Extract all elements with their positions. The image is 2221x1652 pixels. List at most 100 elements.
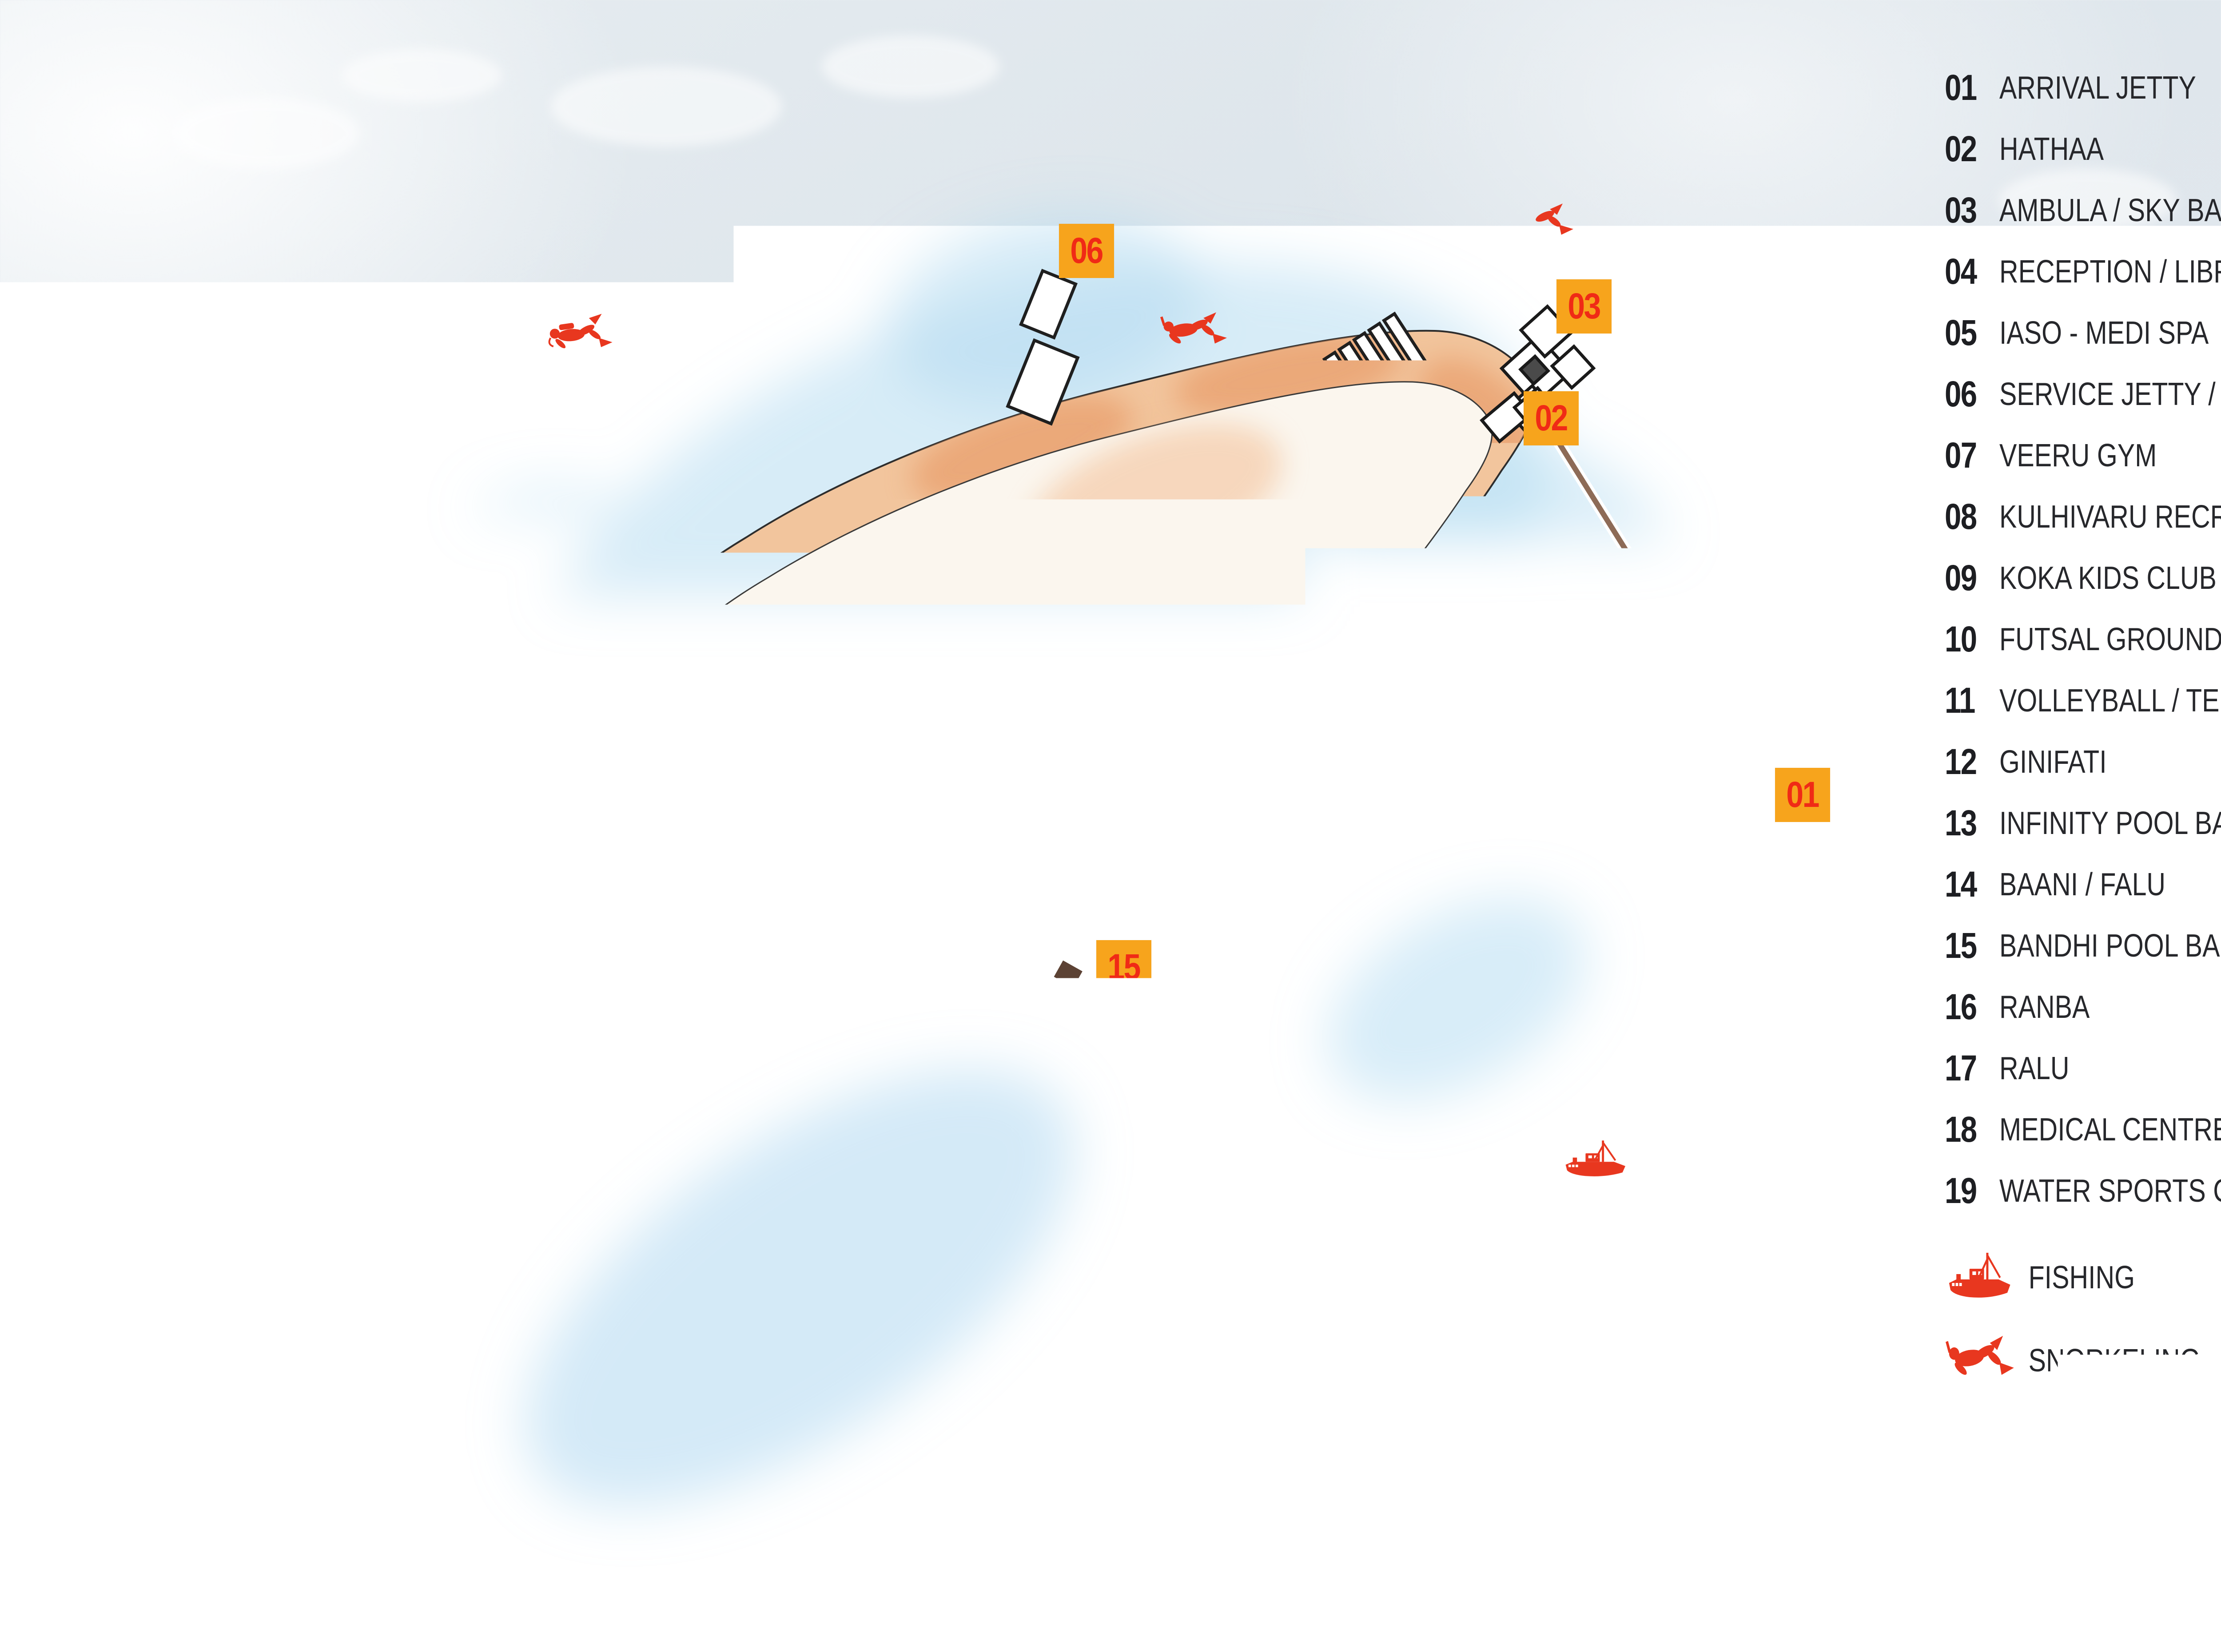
legend-item-19: 19WATER SPORTS CENTRE <box>1945 1160 2221 1222</box>
map-marker-11[interactable]: 11 <box>809 782 864 836</box>
snorkeler-icon <box>1945 1332 2018 1390</box>
marker-number: 01 <box>1787 777 1819 813</box>
marker-number: 12 <box>606 747 638 783</box>
legend-label: SERVICE JETTY / DIVE CENTER <box>1999 376 2221 413</box>
legend-label: BAANI / FALU <box>1999 866 2165 903</box>
legend-number: 19 <box>1945 1170 1999 1212</box>
legend-panel: 01ARRIVAL JETTY 02HATHAA 03AMBULA / SKY … <box>1945 57 2221 1568</box>
legend-number: 16 <box>1945 986 1999 1028</box>
map-marker-03[interactable]: 03 <box>1556 279 1612 334</box>
activity-diving: DIVING <box>1945 1485 2221 1568</box>
legend-item-14: 14BAANI / FALU <box>1945 854 2221 915</box>
legend-item-01: 01ARRIVAL JETTY <box>1945 57 2221 119</box>
map-marker-06[interactable]: 06 <box>1059 224 1114 278</box>
legend-number: 18 <box>1945 1109 1999 1151</box>
map-marker-10[interactable]: 10 <box>981 711 1036 765</box>
legend-item-13: 13INFINITY POOL BAR <box>1945 793 2221 854</box>
map-marker-01[interactable]: 01 <box>1775 768 1830 822</box>
legend-label: HATHAA <box>1999 131 2104 167</box>
map-marker-07[interactable]: 07 <box>855 608 910 662</box>
activities-legend: FISHING SNORKELING WATER SPORTS DIVING <box>1945 1236 2221 1568</box>
legend-number: 17 <box>1945 1048 1999 1089</box>
legend-item-10: 10FUTSAL GROUND <box>1945 609 2221 670</box>
legend-label: INFINITY POOL BAR <box>1999 805 2221 842</box>
map-marker-15[interactable]: 15 <box>1096 940 1151 994</box>
marker-number: 19 <box>1267 832 1299 868</box>
legend-label: ARRIVAL JETTY <box>1999 70 2196 106</box>
map-marker-19[interactable]: 19 <box>1255 823 1310 877</box>
marker-number: 15 <box>1108 949 1140 985</box>
legend-label: RECEPTION / LIBRARY & BOUTIQUE <box>1999 254 2221 290</box>
marker-number: 17 <box>1015 1022 1047 1058</box>
legend-item-04: 04RECEPTION / LIBRARY & BOUTIQUE <box>1945 241 2221 302</box>
marker-number: 04 <box>1437 452 1469 488</box>
activity-fishing: FISHING <box>1945 1236 2221 1319</box>
map-marker-18[interactable]: 18 <box>1211 710 1266 764</box>
marker-number: 11 <box>822 791 852 827</box>
infinity-pool-structure <box>539 618 572 731</box>
legend-item-15: 15BANDHI POOL BAR / PIZZA SHACK SACK <box>1945 915 2221 977</box>
map-marker-08[interactable]: 08 <box>901 699 956 753</box>
marker-number: 07 <box>866 617 898 653</box>
legend-number: 07 <box>1945 435 1999 477</box>
legend-number: 05 <box>1945 312 1999 354</box>
legend-label: FUTSAL GROUND <box>1999 621 2221 658</box>
legend-number: 15 <box>1945 925 1999 967</box>
legend-item-02: 02HATHAA <box>1945 119 2221 180</box>
marker-number: 16 <box>1215 900 1247 937</box>
map-marker-12[interactable]: 12 <box>594 738 649 792</box>
legend-label: IASO - MEDI SPA <box>1999 315 2209 351</box>
legend-item-12: 12GINIFATI <box>1945 731 2221 793</box>
marker-number: 05 <box>1412 215 1444 251</box>
legend-item-08: 08KULHIVARU RECREATION <box>1945 486 2221 548</box>
legend-number: 09 <box>1945 557 1999 599</box>
legend-number: 02 <box>1945 128 1999 170</box>
activity-water-sports: WATER SPORTS <box>1945 1402 2221 1485</box>
map-marker-09[interactable]: 09 <box>725 661 780 715</box>
activity-label: WATER SPORTS <box>2029 1426 2221 1462</box>
legend-label: KOKA KIDS CLUB <box>1999 560 2217 596</box>
marker-number: 03 <box>1568 288 1600 325</box>
marker-number: 13 <box>539 530 571 567</box>
legend-item-09: 09KOKA KIDS CLUB <box>1945 548 2221 609</box>
legend-item-03: 03AMBULA / SKY BAR <box>1945 180 2221 241</box>
legend-item-11: 11VOLLEYBALL / TENNIS / BADMINTON COURT <box>1945 670 2221 731</box>
legend-number: 08 <box>1945 496 1999 538</box>
legend-number: 03 <box>1945 190 1999 231</box>
legend-label: MEDICAL CENTRE <box>1999 1112 2221 1148</box>
kids-club-annex <box>737 717 764 775</box>
legend-label: BANDHI POOL BAR / PIZZA SHACK SACK <box>1999 928 2221 964</box>
legend-number: 01 <box>1945 67 1999 109</box>
legend-number: 11 <box>1945 680 1999 722</box>
legend-item-18: 18MEDICAL CENTRE <box>1945 1099 2221 1160</box>
jetski-icon <box>1945 1415 2018 1473</box>
map-marker-14[interactable]: 14 <box>413 727 468 781</box>
diver-icon <box>1945 1498 2018 1556</box>
legend-label: WATER SPORTS CENTRE <box>1999 1173 2221 1209</box>
activity-label: DIVING <box>2029 1509 2119 1545</box>
legend-item-17: 17RALU <box>1945 1038 2221 1099</box>
legend-number: 14 <box>1945 864 1999 905</box>
map-marker-02[interactable]: 02 <box>1524 391 1579 445</box>
legend-number: 10 <box>1945 619 1999 660</box>
legend-label: GINIFATI <box>1999 744 2107 780</box>
legend-item-06: 06SERVICE JETTY / DIVE CENTER <box>1945 364 2221 425</box>
marker-number: 14 <box>425 736 457 772</box>
fishing-boat-icon <box>1945 1249 2018 1307</box>
marker-number: 08 <box>912 708 944 744</box>
snorkeler-icon <box>376 510 443 543</box>
legend-label: RALU <box>1999 1050 2069 1087</box>
map-marker-13[interactable]: 13 <box>528 521 583 576</box>
map-marker-16[interactable]: 16 <box>1204 891 1259 945</box>
legend-label: RANBA <box>1999 989 2090 1025</box>
marker-number: 18 <box>1222 719 1254 755</box>
map-marker-05[interactable]: 05 <box>1401 206 1456 260</box>
snorkeler-icon <box>1507 203 1573 236</box>
legend-number: 12 <box>1945 741 1999 783</box>
map-marker-04[interactable]: 04 <box>1426 443 1481 497</box>
diver-icon <box>549 314 613 350</box>
marker-number: 10 <box>992 720 1024 756</box>
map-marker-17[interactable]: 17 <box>1003 1013 1058 1067</box>
ranba-building <box>1150 943 1213 998</box>
